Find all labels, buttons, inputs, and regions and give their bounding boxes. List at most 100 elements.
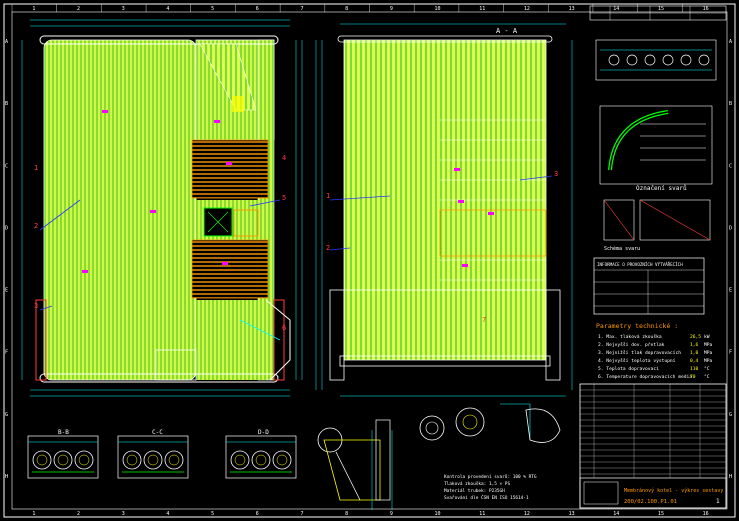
grid-col-1: 1: [32, 6, 35, 12]
grid-row-right-G: G: [729, 412, 732, 418]
side-elevation-view: 1 2 3 4 5 6: [21, 19, 303, 397]
grid-row-right-E: E: [729, 288, 732, 294]
svg-text:3: 3: [34, 302, 38, 310]
grid-row-right-H: H: [729, 474, 732, 480]
grid-col-12: 12: [524, 6, 530, 12]
bottom-section-views: B-B C-C D-D Kontrola provedení svarů: 10…: [27, 403, 561, 510]
svg-text:1: 1: [326, 192, 330, 200]
svg-text:7: 7: [482, 316, 486, 324]
revision-block: [589, 5, 727, 21]
grid-col-bottom-13: 13: [569, 511, 575, 517]
grid-col-7: 7: [300, 6, 303, 12]
svg-text:2: 2: [326, 244, 330, 252]
grid-col-3: 3: [122, 6, 125, 12]
grid-col-10: 10: [435, 6, 441, 12]
grid-col-bottom-15: 15: [658, 511, 664, 517]
grid-col-11: 11: [479, 6, 485, 12]
param-label: 5. Teplota dopravovací: [598, 365, 659, 372]
grid-col-9: 9: [390, 6, 393, 12]
section-c-label: C-C: [152, 429, 163, 436]
grid-row-right-A: A: [729, 39, 732, 45]
grid-row-right-D: D: [729, 225, 732, 231]
grid-col-bottom-10: 10: [435, 511, 441, 517]
note-line: Materiál trubek: P235GH: [444, 487, 505, 494]
grid-row-markers-right: A B C D E F G H: [729, 39, 732, 480]
section-b-label: B-B: [58, 429, 69, 436]
grid-col-8: 8: [345, 6, 348, 12]
param-unit: °C: [704, 374, 710, 380]
svg-text:3: 3: [554, 170, 558, 178]
grid-col-bottom-3: 3: [122, 511, 125, 517]
grid-row-F: F: [5, 350, 8, 356]
section-d-label: D-D: [258, 429, 269, 436]
grid-row-right-F: F: [729, 350, 732, 356]
grid-col-bottom-4: 4: [166, 511, 169, 517]
grid-col-14: 14: [613, 6, 619, 12]
note-line: Tlaková zkouška: 1,5 × PS: [444, 480, 510, 487]
grid-col-bottom-16: 16: [703, 511, 709, 517]
grid-col-bottom-12: 12: [524, 511, 530, 517]
grid-col-4: 4: [166, 6, 169, 12]
param-label: 4. Nejvyšší teplota výstupní: [598, 357, 676, 364]
param-unit: kW: [704, 334, 710, 340]
param-value: 1,6: [690, 342, 699, 348]
grid-col-6: 6: [256, 6, 259, 12]
param-label: 2. Nejvyšší dov. přetlak: [598, 341, 665, 348]
drawing-notes: Kontrola provedení svarů: 100 % RTGTlako…: [444, 473, 537, 501]
grid-row-right-C: C: [729, 163, 732, 169]
grid-col-bottom-9: 9: [390, 511, 393, 517]
grid-row-G: G: [5, 412, 8, 418]
param-value: 1,0: [690, 350, 699, 356]
grid-col-16: 16: [703, 6, 709, 12]
grid-col-13: 13: [569, 6, 575, 12]
grid-row-right-B: B: [729, 101, 732, 107]
grid-col-bottom-7: 7: [300, 511, 303, 517]
grid-row-E: E: [5, 288, 8, 294]
parameters-title: Parametry technické :: [596, 322, 678, 330]
param-value: 0,4: [690, 358, 699, 364]
note-line: Svařování dle ČSN EN ISO 15614-1: [444, 494, 529, 501]
grid-row-A: A: [5, 39, 8, 45]
title-block: Membránový kotel - výkres sestavy 200/02…: [579, 383, 727, 509]
grid-col-bottom-8: 8: [345, 511, 348, 517]
param-value: 70: [690, 374, 696, 380]
svg-text:6: 6: [282, 324, 286, 332]
param-unit: °C: [704, 366, 710, 372]
param-unit: MPa: [704, 358, 713, 364]
sheet-number: 1: [716, 498, 720, 505]
grid-col-2: 2: [77, 6, 80, 12]
grid-row-C: C: [5, 163, 8, 169]
membrane-wall-front: [343, 39, 547, 331]
info-box: [593, 257, 705, 315]
grid-col-bottom-2: 2: [77, 511, 80, 517]
grid-col-bottom-5: 5: [211, 511, 214, 517]
drawing-title: Membránový kotel - výkres sestavy: [624, 487, 723, 494]
param-label: 6. Temperature dopravovacích media: [598, 373, 692, 380]
param-unit: MPa: [704, 350, 713, 356]
param-value: 26,5: [690, 334, 701, 340]
detail-views: Označení svarů Schéma svaru INFORMACE O …: [593, 39, 717, 380]
svg-text:5: 5: [282, 194, 286, 202]
grid-row-B: B: [5, 101, 8, 107]
grid-row-D: D: [5, 225, 8, 231]
svg-text:2: 2: [34, 222, 38, 230]
svg-text:4: 4: [282, 154, 286, 162]
param-label: 3. Nejnižší tlak dopravovacích: [598, 349, 681, 356]
svg-text:1: 1: [34, 164, 38, 172]
section-aa-view: A - A 132 7: [315, 23, 573, 397]
grid-col-bottom-11: 11: [479, 511, 485, 517]
grid-col-5: 5: [211, 6, 214, 12]
weld-legend-note: Schéma svaru: [604, 245, 640, 252]
coil-bundle-lower: [191, 239, 269, 299]
info-box-title: INFORMACE O PROVOZNÍCH VÝTVÁŘECÍCH: [597, 262, 683, 267]
grid-row-markers-left: A B C D E F G H: [5, 39, 8, 480]
weld-legend-title: Označení svarů: [636, 185, 687, 192]
note-line: Kontrola provedení svarů: 100 % RTG: [444, 473, 537, 480]
param-unit: MPa: [704, 342, 713, 348]
grid-col-bottom-1: 1: [32, 511, 35, 517]
grid-row-H: H: [5, 474, 8, 480]
